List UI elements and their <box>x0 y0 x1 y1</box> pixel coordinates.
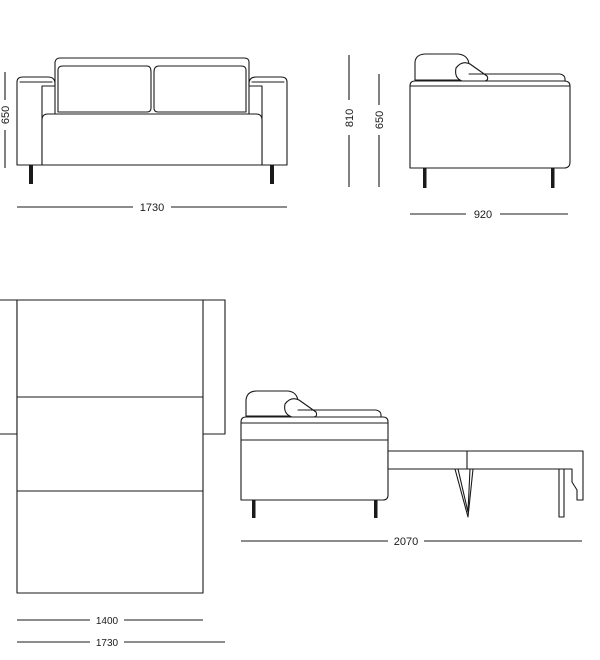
side-depth-label: 920 <box>474 209 492 221</box>
bed-width-label: 1400 <box>96 616 119 627</box>
top-mattress <box>16 299 204 594</box>
side-view: 810 650 920 <box>344 53 571 221</box>
front-height-label: 650 <box>0 106 12 124</box>
front-leg-right <box>270 165 274 184</box>
bed-total-width-label: 1730 <box>96 638 119 649</box>
front-seat <box>41 113 263 166</box>
open-body <box>240 416 389 501</box>
open-bed-frame <box>387 450 584 501</box>
side-leg-back <box>551 168 555 188</box>
top-arm-left <box>0 299 18 435</box>
front-pillow-right <box>153 65 247 113</box>
extended-length-label: 2070 <box>394 536 418 548</box>
open-pillow <box>284 398 318 418</box>
top-view-open-bed: 1400 1730 <box>0 299 226 649</box>
side-seat-height-label: 650 <box>374 111 386 129</box>
front-backrest <box>54 57 250 115</box>
side-view-open-bed: 2070 <box>240 390 584 548</box>
open-fold-leg <box>454 468 474 518</box>
side-pillow <box>455 62 489 82</box>
side-leg-front <box>423 168 427 188</box>
open-leg-back <box>374 500 378 518</box>
top-arm-right <box>202 299 226 435</box>
front-width-label: 1730 <box>140 202 164 214</box>
front-armrest-right <box>248 76 288 166</box>
side-total-height-label: 810 <box>344 109 356 127</box>
open-leg-front <box>252 500 256 518</box>
front-leg-left <box>29 165 33 184</box>
front-view: 650 1730 <box>0 57 288 214</box>
side-armrest <box>468 73 566 82</box>
front-pillow-left <box>57 65 152 113</box>
side-body <box>409 80 571 169</box>
open-end-leg <box>558 468 565 518</box>
front-armrest-left <box>16 76 56 166</box>
